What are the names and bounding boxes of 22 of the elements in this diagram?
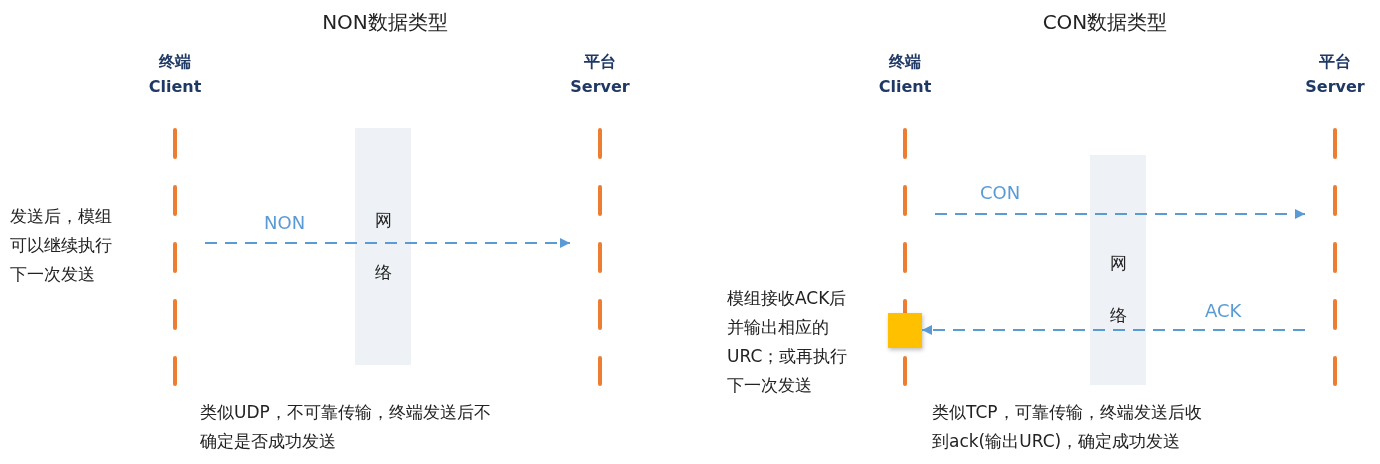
caption-text: 类似UDP，不可靠传输，终端发送后不确定是否成功发送 [200,401,492,453]
participant-name: 平台 [583,52,617,73]
message-arrow [921,325,1306,335]
message-arrow [204,238,571,248]
lifeline [570,52,630,388]
section-heading: CON数据类型 [1041,9,1169,36]
note-text: 发送后，模组可以继续执行下一次发送 [10,205,113,286]
message-arrow [934,209,1306,219]
lifeline [1305,52,1365,388]
status-box [888,313,922,348]
participant-role: Server [570,77,630,96]
participant-role: Client [877,77,933,96]
participant-name: 平台 [1318,52,1352,73]
note-text: 模组接收ACK后并输出相应的URC；或再执行下一次发送 [727,287,849,397]
section-heading: NON数据类型 [321,9,449,36]
caption-text: 类似TCP，可靠传输，终端发送后收到ack(输出URC)，确定成功发送 [932,401,1203,453]
participant-role: Client [147,77,203,96]
network-label: 网络 [1109,252,1127,327]
participant-name: 终端 [158,52,192,73]
participant-name: 终端 [888,52,922,73]
participant-role: Server [1305,77,1365,96]
network-label: 网络 [374,209,392,284]
